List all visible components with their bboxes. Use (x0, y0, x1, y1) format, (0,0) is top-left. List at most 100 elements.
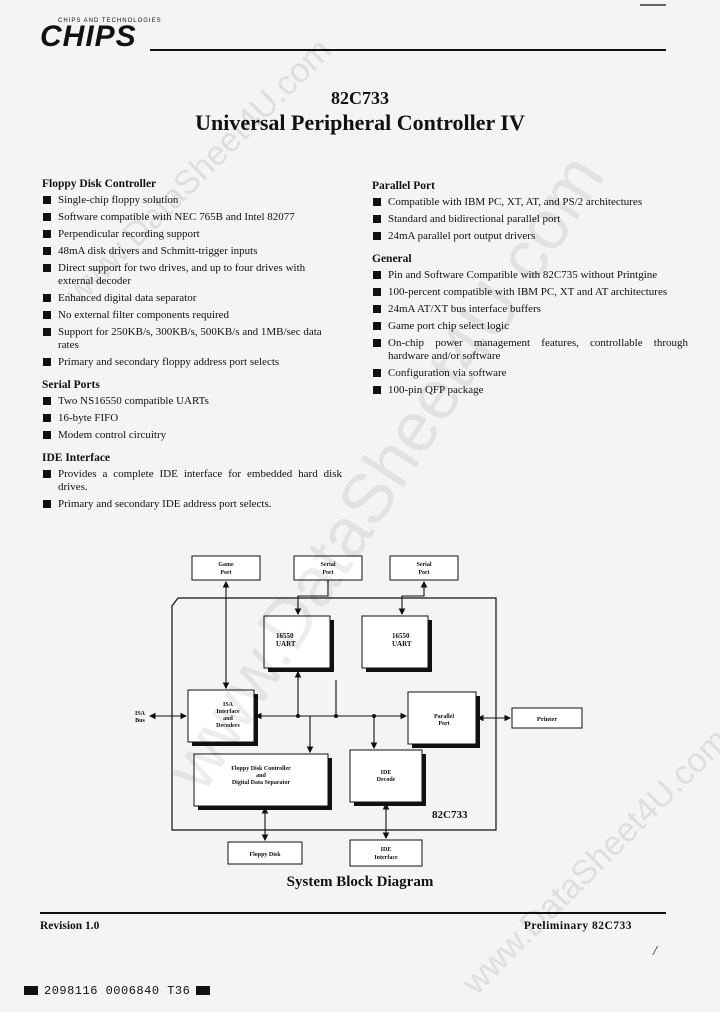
parallel-port-label: Parallel (434, 714, 454, 720)
feature-item: Standard and bidirectional parallel port (372, 213, 688, 226)
ide-interface-label: IDE (381, 847, 392, 853)
bullet-icon (373, 386, 381, 394)
bullet-icon (43, 358, 51, 366)
isa-interface-label: ISA (223, 702, 234, 708)
bullet-icon (43, 213, 51, 221)
bullet-icon (373, 288, 381, 296)
bullet-icon (43, 294, 51, 302)
barcode-line: 2098116 0006840 T36 (18, 984, 216, 998)
ide-decode-box (349, 749, 423, 803)
game-port-label: Port (220, 570, 231, 576)
feature-item: 100-percent compatible with IBM PC, XT a… (372, 286, 688, 299)
serial-port-box-1 (293, 555, 363, 581)
parallel-port-label: Port (438, 721, 449, 727)
feature-text: Provides a complete IDE interface for em… (58, 468, 342, 493)
corner-mark (640, 4, 666, 6)
feature-item: Enhanced digital data separator (42, 292, 342, 305)
part-number: 82C733 (331, 88, 389, 108)
serial-port-label: Serial (417, 562, 432, 568)
bullet-icon (373, 305, 381, 313)
serial-port-label: Port (418, 570, 429, 576)
feature-item: Software compatible with NEC 765B and In… (42, 211, 342, 224)
margin-mark: / (653, 944, 657, 959)
serial-port-box-2 (389, 555, 459, 581)
bullet-icon (43, 264, 51, 272)
chips-logo: CHIPS (40, 20, 137, 53)
feature-item: Support for 250KB/s, 300KB/s, 500KB/s an… (42, 326, 342, 352)
feature-text: Enhanced digital data separator (58, 292, 197, 304)
feature-text: Modem control circuitry (58, 429, 167, 441)
header-rule (150, 49, 666, 51)
serial-port-label: Serial (321, 562, 336, 568)
feature-text: Configuration via software (388, 367, 507, 379)
feature-text: 100-pin QFP package (388, 384, 484, 396)
ide-interface-label: Interface (374, 855, 398, 861)
left-column: Floppy Disk Controller Single-chip flopp… (42, 178, 342, 515)
uart-label: 16550 (392, 632, 410, 640)
printer-label: Printer (537, 716, 557, 723)
bullet-icon (43, 230, 51, 238)
feature-item: Modem control circuitry (42, 429, 342, 442)
serial-link-1 (294, 580, 329, 616)
feature-item: Primary and secondary IDE address port s… (42, 498, 342, 511)
parallel-heading: Parallel Port (372, 180, 435, 192)
uart-label: 16550 (276, 632, 294, 640)
bus-junction (334, 714, 338, 718)
bullet-icon (373, 232, 381, 240)
feature-item: Direct support for two drives, and up to… (42, 262, 342, 288)
isa-interface-box (187, 689, 255, 743)
ide-heading: IDE Interface (42, 452, 111, 464)
serial-heading: Serial Ports (42, 379, 100, 391)
feature-item: Provides a complete IDE interface for em… (42, 468, 342, 494)
feature-text: Support for 250KB/s, 300KB/s, 500KB/s an… (58, 326, 322, 351)
ide-decode-label: Decode (377, 777, 396, 783)
bullet-icon (373, 322, 381, 330)
chip-label: 82C733 (432, 809, 468, 821)
feature-item: 100-pin QFP package (372, 384, 688, 397)
serial-port-label: Port (322, 570, 333, 576)
isa-bus-label: Bus (135, 718, 145, 724)
feature-item: No external filter components required (42, 309, 342, 322)
isa-interface-label: and (223, 716, 233, 722)
bullet-icon (373, 271, 381, 279)
floppy-controller-label: and (256, 773, 266, 779)
floppy-controller-label: Digital Data Separator (232, 780, 291, 786)
feature-text: Primary and secondary IDE address port s… (58, 498, 272, 510)
bullet-icon (43, 397, 51, 405)
feature-text: 48mA disk drivers and Schmitt-trigger in… (58, 245, 258, 257)
diagram-caption: System Block Diagram (286, 874, 434, 890)
barcode-block (24, 986, 38, 996)
feature-item: Compatible with IBM PC, XT, AT, and PS/2… (372, 196, 688, 209)
feature-text: 16-byte FIFO (58, 412, 119, 424)
bullet-icon (373, 198, 381, 206)
uart-label: UART (392, 640, 412, 648)
feature-text: 24mA parallel port output drivers (388, 230, 536, 242)
logo-tagline: CHIPS AND TECHNOLOGIES (58, 18, 162, 24)
feature-text: 100-percent compatible with IBM PC, XT a… (388, 286, 668, 298)
feature-item: 48mA disk drivers and Schmitt-trigger in… (42, 245, 342, 258)
barcode-block (196, 986, 211, 996)
parallel-port-box (407, 691, 477, 745)
revision-label: Revision 1.0 (40, 920, 100, 932)
bus-junction (372, 714, 376, 718)
feature-text: Single-chip floppy solution (58, 194, 179, 206)
floppy-disk-box (227, 841, 303, 865)
floppy-disk-label: Floppy Disk (249, 852, 281, 858)
bullet-icon (43, 196, 51, 204)
feature-item: Primary and secondary floppy address por… (42, 356, 342, 369)
feature-item: Configuration via software (372, 367, 688, 380)
bullet-icon (373, 215, 381, 223)
feature-text: Standard and bidirectional parallel port (388, 213, 561, 225)
printer-box (511, 707, 583, 729)
bullet-icon (43, 311, 51, 319)
feature-item: Single-chip floppy solution (42, 194, 342, 207)
feature-item: Two NS16550 compatible UARTs (42, 395, 342, 408)
feature-text: Primary and secondary floppy address por… (58, 356, 280, 368)
general-heading: General (372, 253, 412, 265)
serial-link-2 (398, 580, 428, 616)
bullet-icon (43, 247, 51, 255)
isa-bus-label: ISA (135, 711, 146, 717)
feature-text: Game port chip select logic (388, 320, 509, 332)
bullet-icon (373, 369, 381, 377)
bullet-icon (43, 328, 51, 336)
